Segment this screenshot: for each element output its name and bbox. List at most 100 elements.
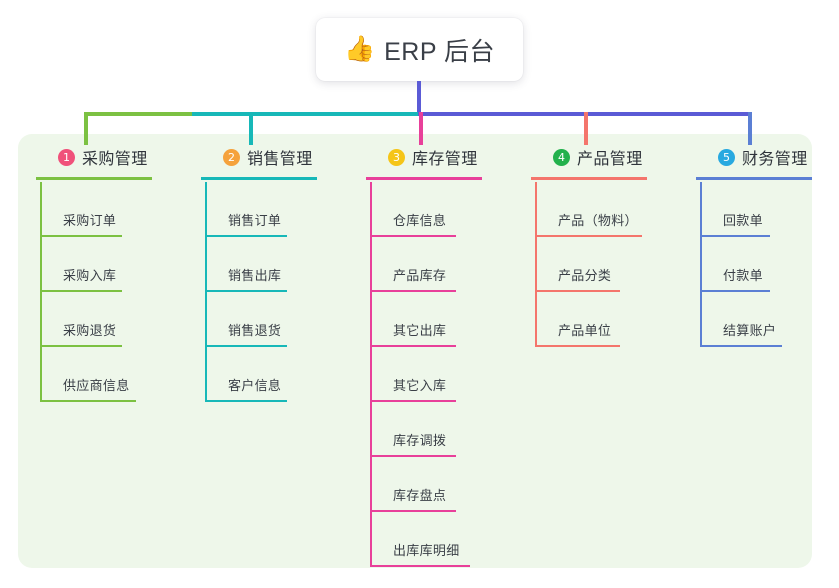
branch-title-1: 采购管理 bbox=[82, 151, 148, 168]
leaf-spine-line bbox=[205, 237, 207, 292]
branch-column-1: 1 采购管理采购订单采购入库采购退货供应商信息 bbox=[36, 146, 152, 402]
leaf-item-rule bbox=[40, 235, 122, 237]
leaf-item-rule bbox=[535, 235, 642, 237]
branch-header-3[interactable]: 3 库存管理 bbox=[366, 146, 478, 168]
leaf-spine-line bbox=[535, 292, 537, 347]
leaf-spine-line bbox=[205, 347, 207, 402]
drop-line-column-2 bbox=[249, 112, 253, 145]
leaf-item-label: 付款单 bbox=[723, 268, 763, 283]
leaf-item-label: 仓库信息 bbox=[393, 213, 447, 228]
drop-line-column-5 bbox=[748, 112, 752, 145]
leaf-item-label: 出库库明细 bbox=[393, 543, 460, 558]
leaf-spine-line bbox=[40, 292, 42, 347]
leaf-item-label: 产品分类 bbox=[558, 268, 612, 283]
leaf-item-label: 采购退货 bbox=[63, 323, 117, 338]
branch-badge-5: 5 bbox=[718, 148, 735, 166]
branch-rule-3 bbox=[366, 177, 482, 180]
leaf-spine-line bbox=[370, 347, 372, 402]
leaf-item-rule bbox=[700, 235, 770, 237]
drop-line-column-4 bbox=[584, 112, 588, 145]
leaf-item-label: 产品库存 bbox=[393, 268, 447, 283]
leaf-item-rule bbox=[700, 290, 770, 292]
leaf-item-rule bbox=[535, 345, 620, 347]
leaf-item-label: 库存调拨 bbox=[393, 433, 447, 448]
leaf-item-rule bbox=[370, 290, 456, 292]
branch-header-5[interactable]: 5 财务管理 bbox=[696, 146, 808, 168]
bus-segment-2 bbox=[192, 112, 420, 116]
leaf-item-rule bbox=[40, 345, 122, 347]
branch-column-5: 5 财务管理回款单付款单结算账户 bbox=[696, 146, 812, 347]
branch-badge-1: 1 bbox=[58, 148, 75, 166]
leaf-spine-line bbox=[40, 182, 42, 237]
leaf-spine-line bbox=[700, 182, 702, 237]
branch-header-2[interactable]: 2 销售管理 bbox=[201, 146, 313, 168]
leaf-item-rule bbox=[535, 290, 620, 292]
leaf-item-label: 产品单位 bbox=[558, 323, 612, 338]
leaf-item-label: 回款单 bbox=[723, 213, 763, 228]
leaf-item-label: 产品（物料） bbox=[558, 213, 638, 228]
leaf-item-rule bbox=[370, 565, 470, 567]
diagram-panel bbox=[18, 134, 812, 568]
leaf-spine-line bbox=[370, 512, 372, 567]
root-title: ERP 后台 bbox=[384, 37, 496, 66]
leaf-item-rule bbox=[370, 400, 456, 402]
leaf-item-rule bbox=[370, 455, 456, 457]
leaf-spine-line bbox=[205, 292, 207, 347]
branch-title-2: 销售管理 bbox=[247, 151, 313, 168]
leaf-item-rule bbox=[205, 400, 287, 402]
branch-badge-4: 4 bbox=[553, 148, 570, 166]
leaf-item-label: 结算账户 bbox=[723, 323, 777, 338]
leaf-item-rule bbox=[370, 345, 456, 347]
branch-header-1[interactable]: 1 采购管理 bbox=[36, 146, 148, 168]
leaf-spine-line bbox=[370, 402, 372, 457]
leaf-item-label: 采购入库 bbox=[63, 268, 117, 283]
root-node[interactable]: 👍 ERP 后台 bbox=[316, 18, 523, 81]
leaf-item-label: 销售出库 bbox=[228, 268, 282, 283]
bus-segment-1 bbox=[84, 112, 194, 116]
leaf-item-rule bbox=[370, 510, 456, 512]
leaf-item-rule bbox=[205, 235, 287, 237]
leaf-item-rule bbox=[370, 235, 456, 237]
leaf-item-rule bbox=[205, 345, 287, 347]
leaf-spine-line bbox=[535, 182, 537, 237]
leaf-spine-line bbox=[535, 237, 537, 292]
root-stem-line bbox=[417, 81, 421, 114]
leaf-spine-line bbox=[370, 457, 372, 512]
drop-line-column-3 bbox=[419, 112, 423, 145]
branch-rule-2 bbox=[201, 177, 317, 180]
drop-line-column-1 bbox=[84, 112, 88, 145]
branch-badge-2: 2 bbox=[223, 148, 240, 166]
leaf-item-rule bbox=[700, 345, 782, 347]
leaf-item-label: 其它出库 bbox=[393, 323, 447, 338]
branch-title-5: 财务管理 bbox=[742, 151, 808, 168]
leaf-spine-line bbox=[700, 292, 702, 347]
leaf-spine-line bbox=[700, 237, 702, 292]
branch-column-3: 3 库存管理仓库信息产品库存其它出库其它入库库存调拨库存盘点出库库明细 bbox=[366, 146, 482, 567]
leaf-item-label: 供应商信息 bbox=[63, 378, 130, 393]
leaf-item-label: 其它入库 bbox=[393, 378, 447, 393]
leaf-spine-line bbox=[40, 237, 42, 292]
leaf-item-rule bbox=[205, 290, 287, 292]
branch-column-2: 2 销售管理销售订单销售出库销售退货客户信息 bbox=[201, 146, 317, 402]
leaf-item-label: 销售退货 bbox=[228, 323, 282, 338]
thumbs-up-emoji: 👍 bbox=[343, 35, 376, 63]
leaf-item-label: 库存盘点 bbox=[393, 488, 447, 503]
leaf-item-rule bbox=[40, 400, 136, 402]
branch-title-3: 库存管理 bbox=[412, 151, 478, 168]
leaf-item-label: 采购订单 bbox=[63, 213, 117, 228]
leaf-item-rule bbox=[40, 290, 122, 292]
branch-badge-3: 3 bbox=[388, 148, 405, 166]
leaf-spine-line bbox=[370, 237, 372, 292]
leaf-spine-line bbox=[205, 182, 207, 237]
branch-rule-4 bbox=[531, 177, 647, 180]
branch-rule-1 bbox=[36, 177, 152, 180]
branch-rule-5 bbox=[696, 177, 812, 180]
leaf-item-label: 销售订单 bbox=[228, 213, 282, 228]
leaf-spine-line bbox=[370, 292, 372, 347]
leaf-item-label: 客户信息 bbox=[228, 378, 282, 393]
leaf-spine-line bbox=[40, 347, 42, 402]
leaf-spine-line bbox=[370, 182, 372, 237]
